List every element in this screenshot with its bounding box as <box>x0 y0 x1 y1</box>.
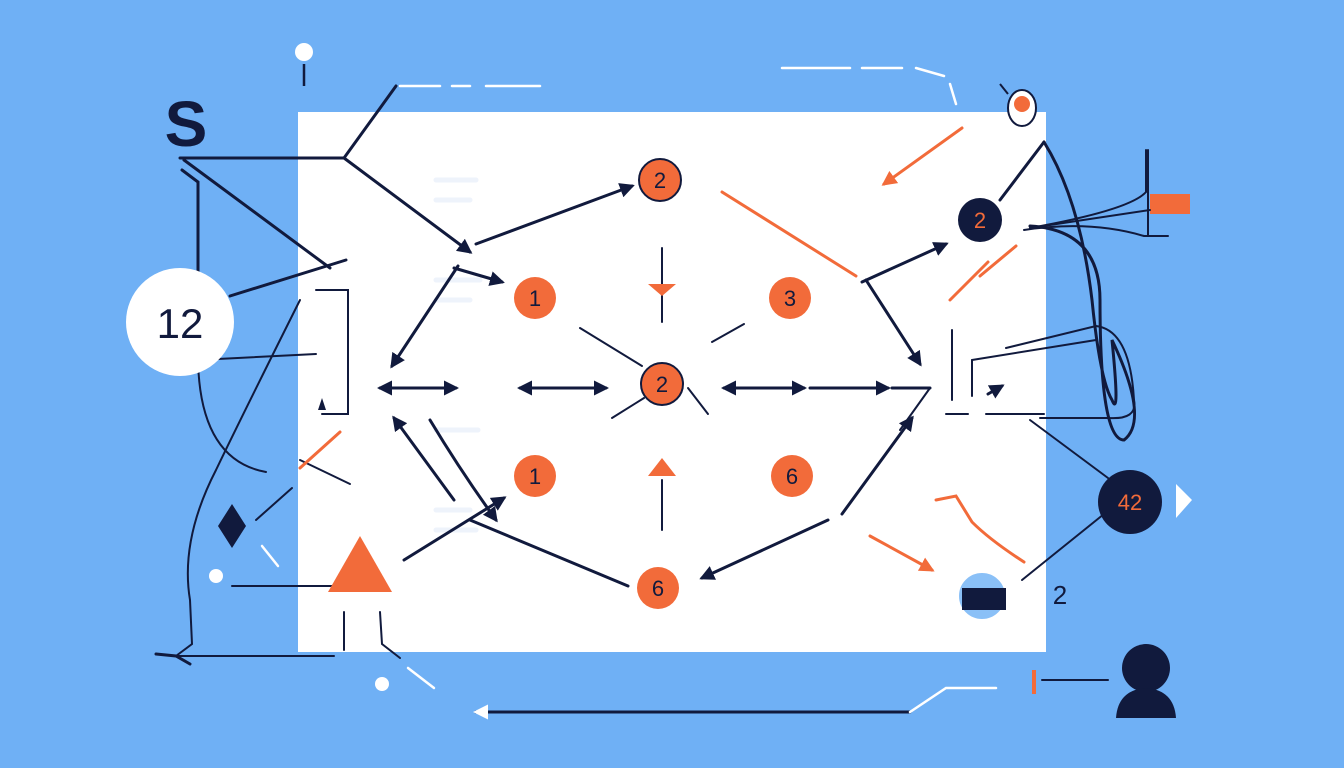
node-left-upper-label: 1 <box>529 286 541 311</box>
node-top-center: 2 <box>638 158 682 202</box>
node-left-lower: 1 <box>514 455 556 497</box>
node-right-lower-label: 6 <box>786 464 798 489</box>
pin-icon <box>295 43 313 86</box>
orange-accents <box>648 126 1190 694</box>
node-bottom: 6 <box>637 567 679 609</box>
badge-12-label: 12 <box>157 300 204 347</box>
node-bottom-label: 6 <box>652 576 664 601</box>
node-right-upper: 3 <box>769 277 811 319</box>
card-icon <box>957 571 1007 621</box>
node-far-right-dark-label: 42 <box>1118 490 1142 515</box>
user-icon <box>1116 644 1176 718</box>
alarm-icon <box>999 83 1037 127</box>
node-top-center-label: 2 <box>654 168 666 193</box>
node-left-lower-label: 1 <box>529 464 541 489</box>
node-center: 2 <box>640 362 684 406</box>
node-far-right-dark: 42 <box>1098 470 1192 534</box>
faint-text-lines <box>433 177 483 533</box>
node-center-label: 2 <box>656 372 668 397</box>
dot-marker <box>375 677 389 691</box>
top-dashed-lines <box>398 66 958 106</box>
dot-marker <box>209 569 223 583</box>
badge-12: 12 <box>126 268 234 376</box>
small-caret-icon <box>318 398 326 410</box>
letter-s: S <box>165 88 208 160</box>
flow-arrows <box>377 183 949 588</box>
right-connectors <box>473 140 1169 720</box>
node-right-dark-label: 2 <box>974 208 986 233</box>
node-right-upper-label: 3 <box>784 286 796 311</box>
side-label: 2 <box>1053 580 1067 610</box>
node-left-upper: 1 <box>514 277 556 319</box>
node-right-lower: 6 <box>771 455 813 497</box>
left-connectors <box>154 84 473 690</box>
diamond-icon <box>218 504 246 548</box>
warning-triangle-icon <box>328 536 392 592</box>
node-right-dark: 2 <box>958 198 1002 242</box>
